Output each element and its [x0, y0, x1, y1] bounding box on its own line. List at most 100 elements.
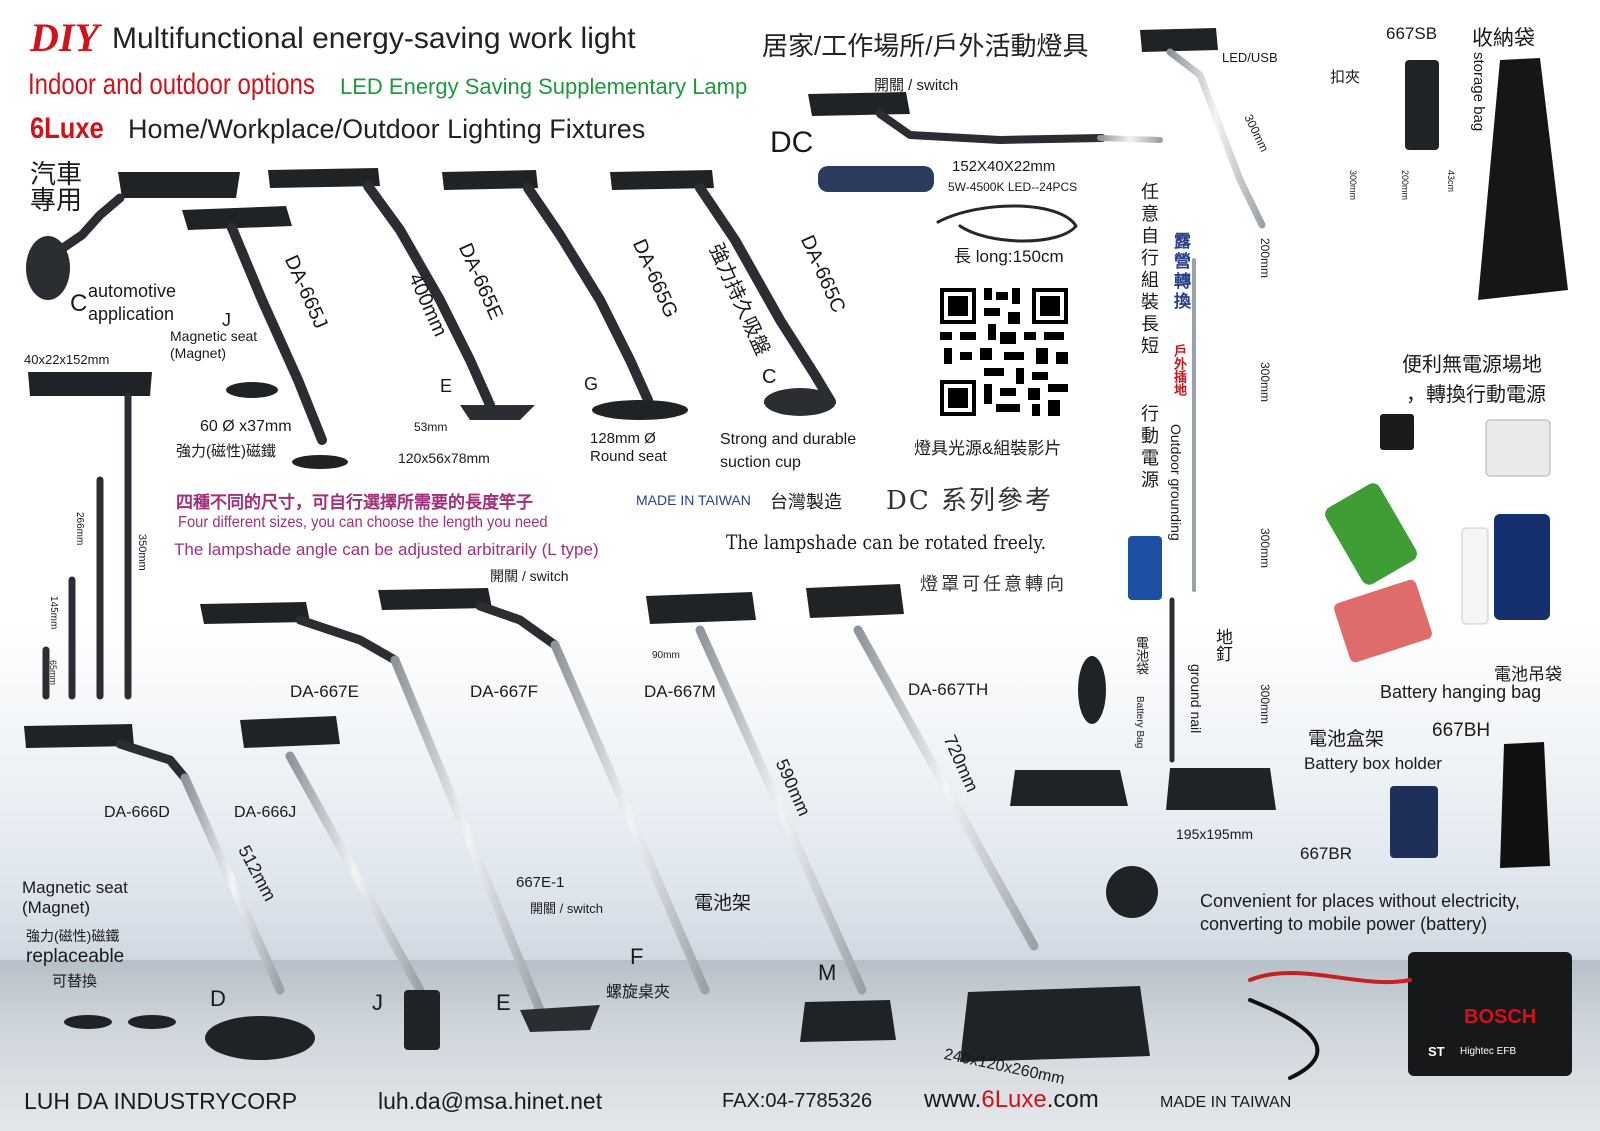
solar-powerbank	[1325, 483, 1417, 585]
battery-st: ST	[1428, 1044, 1445, 1059]
lamp-665j-arm	[227, 223, 327, 445]
car-battery	[1408, 952, 1572, 1076]
lamp-667th-pole	[853, 625, 1039, 951]
footer-website[interactable]: www.6Luxe.com	[924, 1086, 1099, 1114]
dc-series-ref: DC 系列參考	[886, 486, 1054, 516]
battery-bag-zh: 電池袋	[1134, 636, 1149, 675]
dc-crossbar	[1097, 135, 1163, 143]
outdoor-socket-zh: 戶外插地	[1172, 344, 1187, 396]
lamp-665c-suction	[764, 388, 836, 416]
charger-plug	[1380, 414, 1414, 450]
lamp-665g-arm	[523, 183, 653, 405]
convenient-note: Convenient for places without electricit…	[1200, 891, 1520, 934]
storage-len-200: 200mm	[1400, 170, 1410, 201]
replaceable-zh: 可替換	[52, 973, 98, 990]
letter-d: D	[210, 986, 226, 1011]
sizes-note-zh: 四種不同的尺寸，可自行選擇所需要的長度竿子	[176, 493, 533, 512]
footer-email[interactable]: luh.da@msa.hinet.net	[378, 1088, 603, 1114]
lamp-667th-head	[806, 584, 904, 618]
lamp-666d-base	[205, 1016, 315, 1060]
rotate-note-zh: 燈罩可任意轉向	[920, 574, 1067, 594]
dc-spec: 5W-4500K LED--24PCS	[948, 180, 1078, 194]
lamp-666d-pole	[180, 773, 285, 995]
magnet-seat-665j	[226, 382, 278, 398]
dc-cable-length: 長 long:150cm	[954, 247, 1064, 266]
switch-label-667e1: 開關 / switch	[530, 901, 603, 916]
model-667br: 667BR	[1300, 844, 1352, 863]
title-zh: 居家/工作場所/戶外活動燈具	[762, 31, 1089, 61]
lamp-665c-arm	[695, 183, 835, 405]
magnet-zh-bottom: 強力(磁性)磁鐵	[26, 928, 120, 944]
power-note-zh2: ，轉換行動電源	[1406, 384, 1546, 406]
web-prefix: www.	[924, 1086, 982, 1113]
letter-f: F	[630, 944, 644, 969]
qr-caption: 燈具光源&組裝影片	[914, 439, 1062, 458]
screw-clamp-zh: 螺旋桌夾	[606, 984, 671, 1001]
storage-title-zh: 收納袋	[1472, 27, 1535, 50]
storage-len-300: 300mm	[1348, 170, 1358, 201]
magnetic-seat-bottom: Magnetic seat (Magnet)	[22, 878, 128, 917]
subtitle-red: Indoor and outdoor options	[28, 68, 315, 101]
subtitle-green: LED Energy Saving Supplementary Lamp	[340, 74, 748, 99]
round-seat-desc: Round seat	[590, 448, 667, 465]
letter-e-bottom: E	[496, 990, 511, 1015]
battery-rack-zh: 電池架	[694, 893, 752, 914]
lamp-667m-head	[646, 592, 756, 624]
assemble-zh: 任意自行組裝長短	[1139, 182, 1159, 358]
len-350: 350mm	[136, 534, 148, 571]
qr-code-image	[936, 284, 1072, 420]
diy-logo: DIY	[30, 15, 99, 60]
round-seat-size: 128mm Ø	[590, 430, 656, 447]
ground-nail-en: ground nail	[1188, 664, 1204, 734]
model-code-667m: DA-667M	[644, 682, 716, 701]
lamp-667f-pole	[550, 640, 710, 995]
pole-len-5: 300mm	[1258, 684, 1272, 725]
magnet-seat-1	[64, 1015, 112, 1029]
left-lamp-dims: 40x22x152mm	[24, 352, 110, 367]
clip-zh: 扣夾	[1330, 69, 1361, 86]
model-code-666d: DA-666D	[104, 804, 170, 821]
power-zh: 行動電源	[1139, 404, 1159, 492]
letter-j: J	[222, 310, 231, 330]
rotate-note-en: The lampshade can be rotated freely.	[726, 530, 1047, 554]
web-brand: 6Luxe	[981, 1086, 1047, 1113]
model-code-667e: DA-667E	[290, 682, 359, 701]
storage-bag-shape	[1478, 58, 1568, 300]
hanging-bag-zh: 電池吊袋	[1494, 665, 1562, 684]
dc-title: DC	[770, 126, 814, 159]
len-65: 65mm	[48, 660, 58, 686]
len-145: 145mm	[48, 596, 59, 630]
web-suffix: .com	[1046, 1086, 1099, 1113]
camping-zh: 露營轉換	[1171, 232, 1190, 312]
letter-e-top: E	[440, 376, 453, 396]
adata-powerbank	[1494, 514, 1550, 620]
sizes-note-en: Four different sizes, you can choose the…	[178, 514, 548, 531]
lamp-665j-base	[292, 455, 348, 469]
dc-led-panel	[818, 166, 934, 192]
lamp-667e-pole	[390, 655, 545, 1015]
battery-model: Hightec EFB	[1460, 1046, 1517, 1057]
made-in-taiwan-top: MADE IN TAIWAN	[636, 492, 751, 508]
storage-len-43: 43cm	[1446, 170, 1456, 193]
magnet-seat-2	[128, 1015, 176, 1029]
footer-made-in: MADE IN TAIWAN	[1160, 1094, 1292, 1111]
lamp-667m-pole	[695, 625, 867, 995]
made-in-taiwan-zh: 台灣製造	[770, 492, 842, 512]
lamp-665c-head	[610, 170, 714, 190]
footer-company: LUH DA INDUSTRYCORP	[24, 1088, 298, 1114]
hanging-bag	[1500, 742, 1550, 868]
ground-nail-zh: 地釘	[1213, 628, 1232, 662]
lamp-666j-head	[240, 716, 340, 748]
lamp-666d-head	[24, 724, 134, 748]
model-667e-1: 667E-1	[516, 874, 565, 891]
lamp-666j-pole	[285, 751, 425, 995]
lamp-665e-head	[268, 168, 380, 188]
lamp-667m-base	[800, 1000, 896, 1042]
lamp-665j-head	[182, 206, 292, 230]
model-code-667f: DA-667F	[470, 682, 539, 701]
qr-code[interactable]	[936, 284, 1072, 420]
lamp-667th-reel	[1106, 866, 1158, 918]
lamp-667f-arm	[475, 601, 560, 650]
lamp-667e-clamp	[520, 1005, 600, 1032]
storage-code: 667SB	[1386, 24, 1438, 43]
